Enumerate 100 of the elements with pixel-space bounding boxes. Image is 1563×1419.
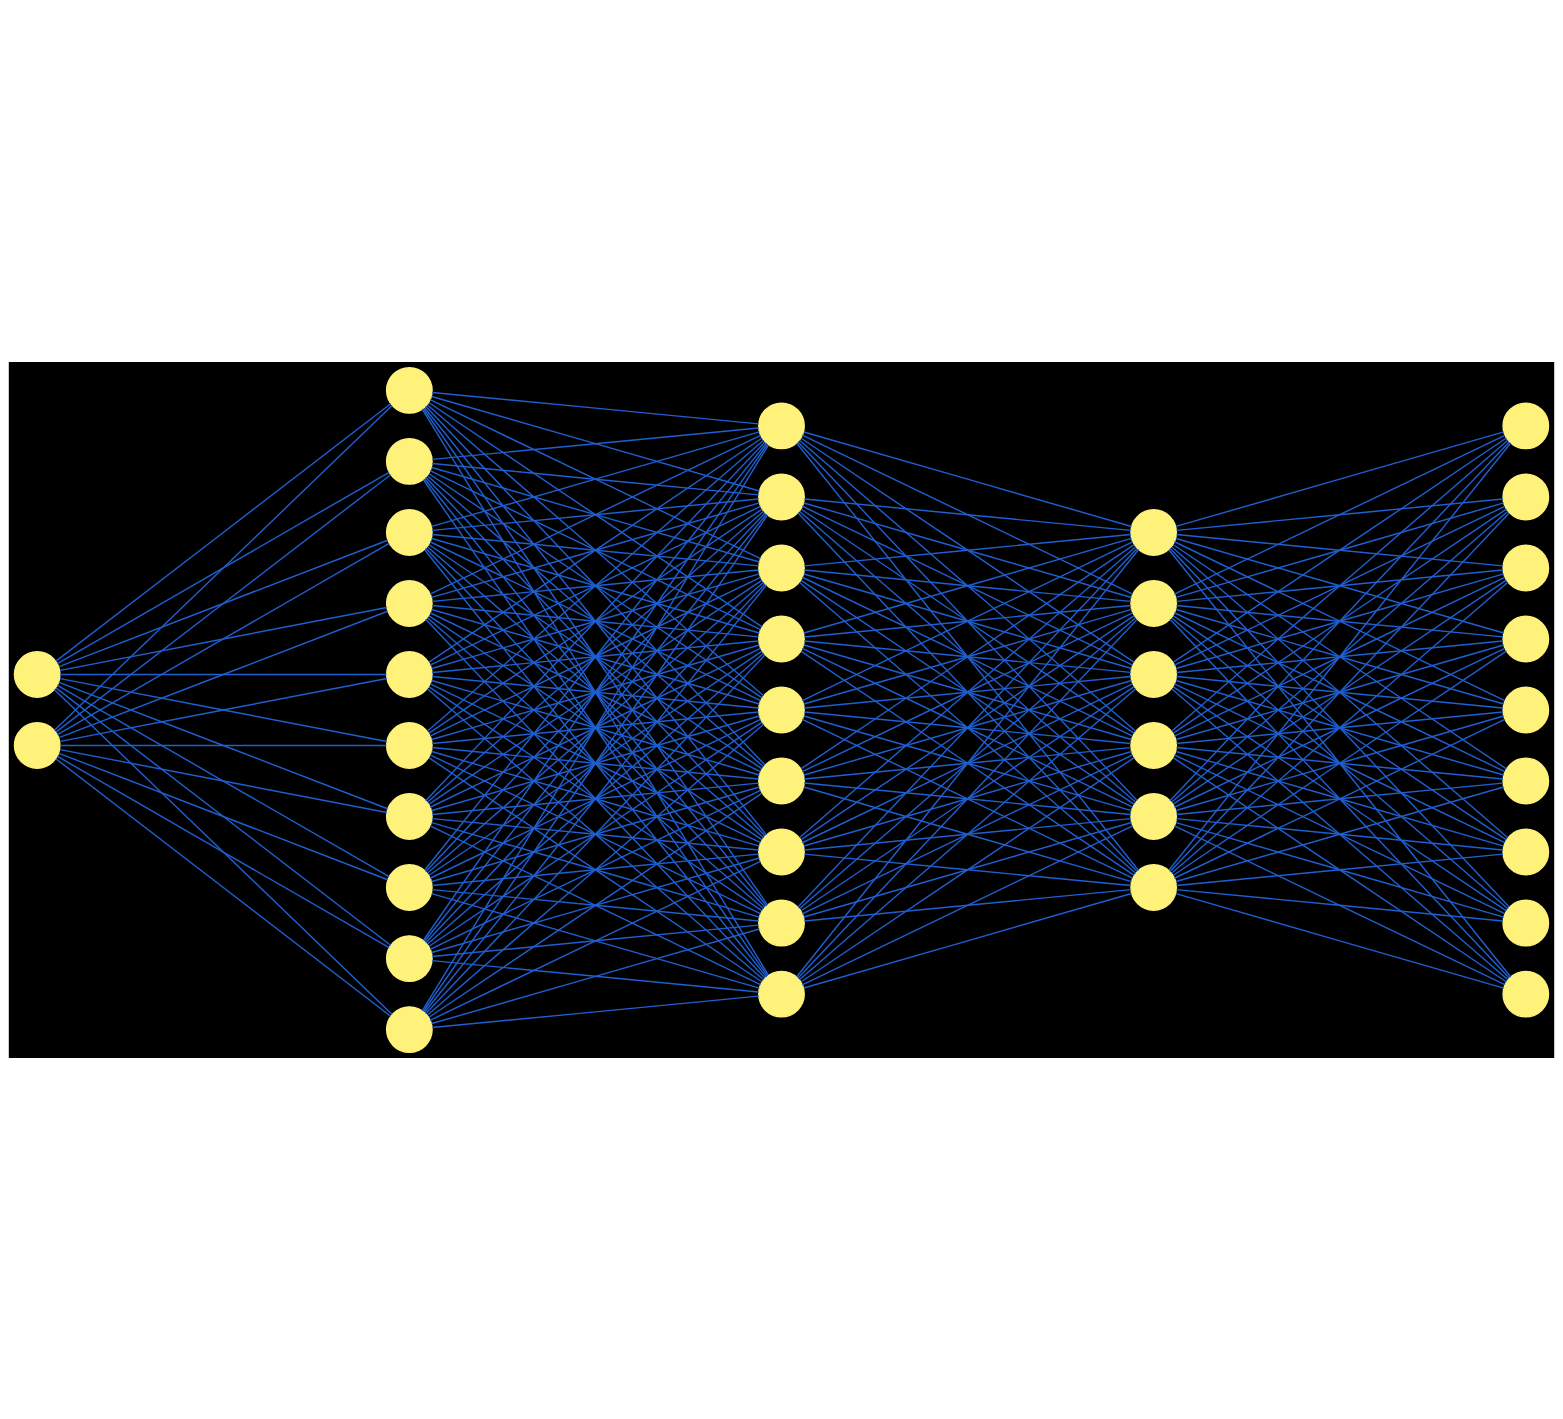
connector (431, 710, 760, 744)
connector (796, 442, 1140, 871)
connector (1171, 616, 1509, 909)
connector (428, 578, 763, 805)
node-circle (1502, 686, 1550, 733)
connector (1171, 581, 1509, 874)
connector (429, 860, 762, 1021)
connector (1175, 497, 1504, 531)
connector (1173, 718, 1506, 879)
connector (430, 572, 761, 669)
node-circle (1130, 792, 1178, 840)
connector (429, 576, 762, 737)
connector (429, 789, 762, 950)
node-circle (385, 863, 433, 911)
connector (429, 434, 762, 595)
connector (1171, 545, 1509, 838)
connector (1175, 710, 1504, 744)
connector (59, 677, 388, 742)
connector (426, 616, 765, 909)
connector (797, 440, 1138, 801)
connector (1175, 892, 1505, 989)
connector (429, 469, 762, 630)
connector (1169, 547, 1510, 908)
connector (430, 537, 761, 634)
node-circle (1130, 863, 1178, 911)
node-circle (758, 970, 805, 1017)
connector (803, 608, 1133, 705)
connector (803, 817, 1132, 851)
connector (426, 510, 765, 803)
connector (1173, 647, 1506, 808)
connector (428, 401, 763, 628)
connector (55, 686, 392, 946)
connector (800, 650, 1135, 876)
connector (430, 856, 761, 953)
node-circle (1502, 615, 1550, 662)
connector (803, 781, 1132, 815)
connector (59, 673, 388, 675)
connector (803, 785, 1133, 882)
connector (1173, 540, 1506, 701)
connector (803, 430, 1133, 527)
connector (799, 581, 1137, 874)
connector (1175, 817, 1504, 851)
node-circle (385, 792, 433, 840)
connector (1172, 614, 1508, 841)
connector (1173, 505, 1506, 666)
connector (425, 618, 766, 979)
connector (426, 581, 765, 874)
connector (431, 462, 760, 496)
connector (1172, 756, 1508, 983)
connector (1172, 436, 1508, 663)
connector (429, 647, 762, 808)
connector (59, 744, 388, 746)
connector (1175, 675, 1504, 709)
node-circle (385, 366, 433, 414)
connector (800, 579, 1135, 805)
connector (1168, 441, 1512, 871)
connector (428, 543, 763, 770)
node-circle (1130, 508, 1178, 556)
node-circle (758, 686, 805, 733)
connector (428, 507, 763, 734)
connector (803, 821, 1133, 918)
node-circle (758, 828, 805, 875)
connector (56, 684, 390, 877)
connector (1175, 639, 1504, 673)
node-circle (385, 579, 433, 627)
node-circle (385, 437, 433, 485)
connector (803, 639, 1132, 673)
connector (58, 752, 389, 880)
node-circle (385, 650, 433, 698)
connector (430, 927, 761, 1024)
connector (430, 821, 761, 918)
connector (426, 652, 765, 945)
node-circle (1502, 828, 1550, 875)
node-circle (758, 757, 805, 804)
connector (430, 679, 761, 776)
connector (1173, 576, 1506, 737)
connector (1169, 511, 1510, 872)
connector (803, 604, 1132, 638)
connector (1172, 578, 1508, 805)
connector (428, 756, 763, 983)
connector (797, 547, 1138, 908)
connector (58, 539, 389, 667)
connector (1173, 682, 1506, 843)
connector (425, 582, 766, 943)
connector (801, 647, 1134, 808)
connector (800, 685, 1135, 911)
node-circle (13, 721, 61, 769)
connector (1175, 533, 1504, 567)
connector (1169, 618, 1510, 979)
node-circle (1130, 721, 1178, 769)
node-circle (13, 650, 61, 698)
connector (803, 501, 1133, 598)
connector (1173, 611, 1506, 772)
connector (801, 505, 1134, 666)
node-circle (758, 402, 805, 449)
connector (58, 610, 389, 738)
connector (425, 511, 766, 872)
connector (430, 785, 761, 882)
connector (428, 472, 763, 699)
connector (799, 616, 1137, 909)
